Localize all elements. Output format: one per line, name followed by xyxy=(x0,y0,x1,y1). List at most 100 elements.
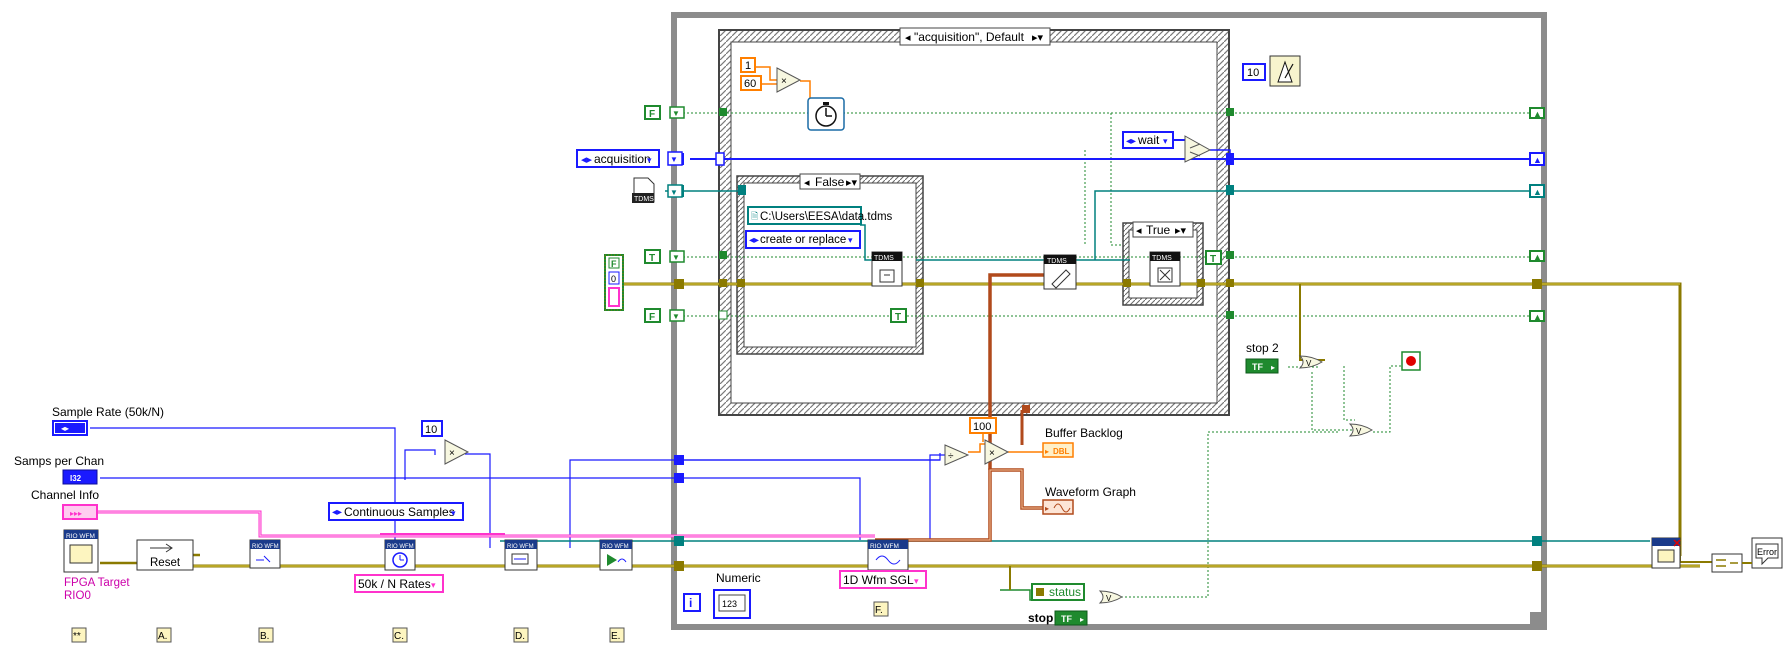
svg-text:🗎: 🗎 xyxy=(751,211,758,221)
channel-info-control[interactable]: Channel Info ▸▸▸ xyxy=(31,488,99,520)
svg-text:▾: ▾ xyxy=(431,580,436,590)
multiply-node-left[interactable]: × xyxy=(444,439,470,465)
stop2-control[interactable]: stop 2 TF ▸ xyxy=(1245,341,1279,374)
svg-text:RIO WFM: RIO WFM xyxy=(602,544,629,550)
constant-100[interactable]: 100 xyxy=(969,417,997,434)
svg-text:RIO WFM: RIO WFM xyxy=(507,544,534,550)
svg-text:T: T xyxy=(649,253,655,264)
or-node-bottom[interactable]: V xyxy=(1098,590,1123,604)
svg-text:123: 123 xyxy=(722,599,737,609)
multiply-node-mid[interactable]: × xyxy=(984,439,1010,465)
rio-wfm-timing-node[interactable]: RIO WFM xyxy=(384,539,416,571)
constant-10-mid[interactable]: 10 xyxy=(421,420,443,437)
svg-text:F: F xyxy=(611,259,617,269)
file-path-constant[interactable]: 🗎 C:\Users\EESA\data.tdms xyxy=(747,206,893,225)
svg-text:FPGA Target: FPGA Target xyxy=(64,577,130,589)
svg-text:×: × xyxy=(449,448,455,459)
svg-text:TF: TF xyxy=(1061,614,1072,624)
wait-enum-constant[interactable]: ◂▸ wait ▾ xyxy=(1122,131,1174,149)
close-fpga-node[interactable] xyxy=(1651,537,1681,569)
t-constant-right[interactable]: T xyxy=(1205,250,1222,265)
svg-text:10: 10 xyxy=(425,424,437,436)
rio-wfm-config-node[interactable]: RIO WFM xyxy=(249,539,281,569)
merge-errors-node[interactable] xyxy=(1711,553,1743,573)
svg-text:Reset: Reset xyxy=(150,557,181,569)
svg-text:RIO WFM: RIO WFM xyxy=(252,544,279,550)
status-unbundle[interactable]: status xyxy=(1031,583,1085,601)
svg-text:◂▸: ◂▸ xyxy=(581,154,593,166)
fpga-target-node[interactable]: RIO WFM FPGA Target RIO0 xyxy=(63,529,130,602)
tdms-file-icon: TDMS ▼ xyxy=(632,177,683,203)
rates-ring[interactable]: 50k / N Rates ▾ xyxy=(354,574,444,593)
svg-text:×: × xyxy=(989,448,995,459)
svg-text:TDMS: TDMS xyxy=(874,255,894,262)
wfm-type-ring[interactable]: 1D Wfm SGL ▾ xyxy=(839,570,927,589)
rio-wfm-read-node[interactable]: RIO WFM xyxy=(867,539,909,571)
f-constant-bottom[interactable]: F ▼ xyxy=(644,308,685,323)
svg-text:◂: ◂ xyxy=(1136,225,1142,237)
svg-text:Waveform Graph: Waveform Graph xyxy=(1045,485,1136,499)
tdms-write-node[interactable]: TDMS xyxy=(1043,254,1077,290)
step-label-e: E. xyxy=(611,631,620,642)
multiply-node-top[interactable]: × xyxy=(776,67,802,93)
case-selector-label[interactable]: "acquisition", Default xyxy=(914,30,1025,44)
t-constant-left[interactable]: T ▼ xyxy=(644,249,685,264)
stop-control[interactable]: stop TF ▸ xyxy=(1028,610,1088,626)
svg-text:1: 1 xyxy=(745,60,751,72)
svg-text:▲: ▲ xyxy=(1533,109,1542,119)
stop-loop-condition[interactable] xyxy=(1401,351,1421,371)
waveform-graph-indicator: Waveform Graph ▸ xyxy=(1042,485,1136,515)
reset-node[interactable]: Reset xyxy=(136,539,194,571)
f-constant-top[interactable]: F ▼ xyxy=(644,105,685,120)
iteration-terminal: i xyxy=(683,593,701,612)
svg-text:▸▾: ▸▾ xyxy=(1175,225,1187,237)
svg-text:RIO0: RIO0 xyxy=(64,590,91,602)
svg-text:◂: ◂ xyxy=(804,177,810,189)
rio-wfm-settings-node[interactable]: RIO WFM xyxy=(504,539,538,571)
svg-text:▸▸▸: ▸▸▸ xyxy=(70,509,82,518)
or-node-mid[interactable]: V xyxy=(1348,423,1373,437)
rio-wfm-start-node[interactable]: RIO WFM xyxy=(599,539,633,571)
or-node-top[interactable]: V xyxy=(1298,355,1323,369)
select-node[interactable] xyxy=(1184,135,1212,163)
acquisition-enum-constant[interactable]: ◂▸ acquisition ▾ ▼ xyxy=(576,149,683,168)
step-label-a: A. xyxy=(158,631,167,642)
svg-text:status: status xyxy=(1049,585,1081,599)
svg-text:▼: ▼ xyxy=(670,155,678,164)
divide-node[interactable]: ÷ xyxy=(944,444,970,466)
svg-text:▾: ▾ xyxy=(848,235,853,245)
step-label-b: B. xyxy=(260,631,269,642)
svg-text:RIO WFM: RIO WFM xyxy=(387,544,414,550)
svg-text:Sample Rate (50k/N): Sample Rate (50k/N) xyxy=(52,405,164,419)
stopwatch-icon[interactable] xyxy=(807,97,845,131)
continuous-samples-enum[interactable]: ◂▸ Continuous Samples ▾ xyxy=(328,502,464,521)
step-labels: ** A. B. C. D. E. F. xyxy=(71,601,889,643)
sample-rate-control[interactable]: Sample Rate (50k/N) ◂▸ xyxy=(52,405,164,436)
t-constant-inner[interactable]: T xyxy=(890,308,907,323)
case-decrement-arrow[interactable]: ◂ xyxy=(905,32,911,44)
error-handler-node[interactable]: Error xyxy=(1742,537,1783,569)
tdms-open-node[interactable]: TDMS xyxy=(871,251,903,287)
constant-10-top[interactable]: 10 xyxy=(1242,63,1266,81)
error-cluster-constant[interactable]: F 0 xyxy=(604,254,624,311)
svg-text:▸: ▸ xyxy=(1080,615,1084,624)
svg-text:T: T xyxy=(895,312,901,323)
constant-1[interactable]: 1 xyxy=(740,57,756,73)
samps-per-chan-control[interactable]: Samps per Chan I32 xyxy=(14,454,104,485)
svg-text:▲: ▲ xyxy=(1533,252,1542,262)
svg-text:×: × xyxy=(781,76,787,87)
svg-text:▾: ▾ xyxy=(647,155,652,165)
open-mode-enum-constant[interactable]: ◂▸ create or replace ▾ xyxy=(745,230,861,249)
tdms-close-node[interactable]: TDMS xyxy=(1149,251,1181,287)
svg-text:◂▸: ◂▸ xyxy=(749,235,759,246)
constant-60[interactable]: 60 xyxy=(740,75,762,91)
svg-text:RIO WFM: RIO WFM xyxy=(870,543,899,550)
svg-text:▼: ▼ xyxy=(672,109,680,118)
svg-text:▸▾: ▸▾ xyxy=(846,177,858,189)
svg-text:0: 0 xyxy=(611,274,616,284)
svg-text:▼: ▼ xyxy=(672,312,680,321)
open-mode-text: create or replace xyxy=(760,234,846,246)
metronome-icon[interactable] xyxy=(1269,55,1301,87)
case-increment-arrow[interactable]: ▸▾ xyxy=(1032,32,1044,44)
